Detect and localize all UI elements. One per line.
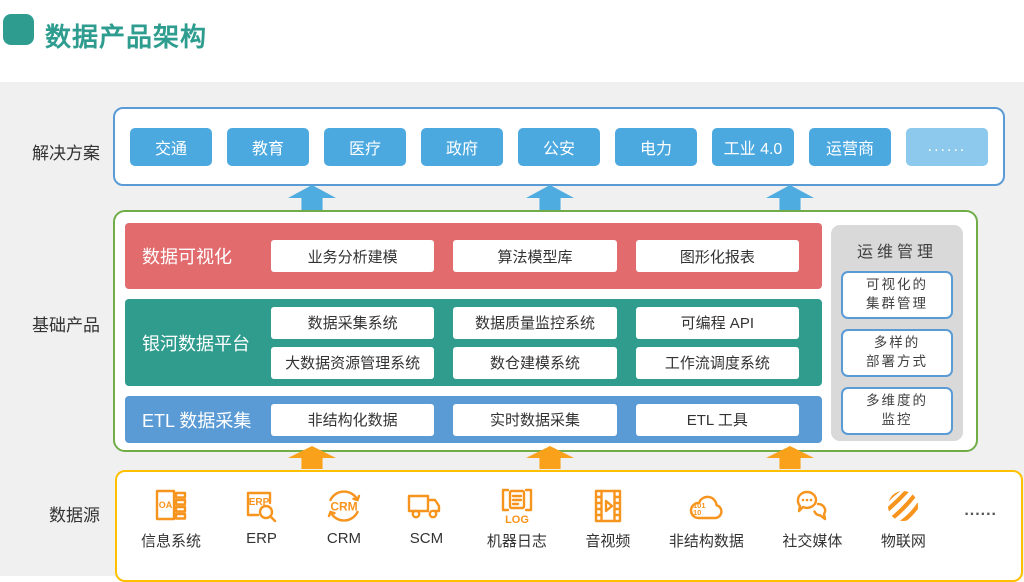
erp-icon: ERP — [247, 491, 277, 523]
source-label: 社交媒体 — [782, 533, 843, 550]
unstructured-data-icon: 101 10 — [690, 495, 723, 520]
row-label: 数据可视化 — [142, 247, 232, 267]
svg-text:LOG: LOG — [505, 514, 529, 526]
ops-management-panel: 运维管理 可视化的 集群管理 多样的 部署方式 多维度的 监控 — [831, 225, 963, 441]
module-box: 业务分析建模 — [271, 240, 435, 272]
source-item: LOG 机器日志 — [487, 486, 547, 551]
products-box: 数据可视化 业务分析建模 算法模型库 图形化报表 银河数据平台 数据采集系统 数… — [113, 210, 978, 452]
slide-header: 数据产品架构 — [0, 0, 1024, 82]
module-box: 工作流调度系统 — [635, 346, 799, 379]
module-box: 可编程 API — [635, 306, 799, 339]
solution-item-education: 教育 — [227, 127, 309, 166]
up-arrow-icon — [766, 185, 814, 210]
module-box: ETL 工具 — [635, 403, 799, 436]
row-data-visualization: 数据可视化 业务分析建模 算法模型库 图形化报表 — [125, 223, 822, 289]
solution-item-traffic: 交通 — [130, 127, 212, 166]
oa-system-icon: OA — [155, 489, 187, 521]
side-label-solutions: 解决方案 — [32, 144, 100, 163]
source-item: SCM — [404, 486, 448, 547]
source-label: 信息系统 — [141, 533, 202, 550]
row-label: ETL 数据采集 — [142, 410, 252, 431]
page-title: 数据产品架构 — [45, 22, 208, 52]
up-arrow-icon — [288, 185, 336, 210]
module-box: 算法模型库 — [453, 240, 617, 272]
solutions-box: 交通 教育 医疗 政府 公安 电力 工业 4.0 运营商 ...... — [113, 107, 1005, 186]
solution-item-medical: 医疗 — [324, 127, 406, 166]
module-box: 数仓建模系统 — [453, 346, 617, 379]
more-dots: ...... — [964, 502, 997, 519]
machine-log-icon: LOG — [501, 488, 533, 526]
side-label-sources: 数据源 — [49, 506, 100, 525]
source-item: OA 信息系统 — [141, 486, 201, 551]
source-item: 社交媒体 — [782, 486, 842, 551]
side-label-products: 基础产品 — [32, 316, 100, 335]
audio-video-icon — [594, 489, 622, 523]
solution-item-more: ...... — [906, 127, 988, 166]
solution-item-public-security: 公安 — [518, 127, 600, 166]
svg-text:10: 10 — [693, 508, 701, 517]
social-media-icon — [797, 490, 827, 521]
svg-text:ERP: ERP — [249, 497, 270, 508]
iot-globe-icon — [888, 491, 919, 521]
source-item: ERP ERP — [239, 486, 283, 547]
source-label: 物联网 — [880, 533, 926, 550]
ops-item-deployment-modes: 多样的 部署方式 — [841, 329, 953, 377]
module-box: 数据采集系统 — [271, 306, 435, 339]
svg-text:OA: OA — [159, 500, 173, 510]
up-arrow-icon — [526, 185, 574, 210]
scm-truck-icon — [408, 494, 441, 519]
source-item: 101 10 非结构数据 — [669, 486, 744, 551]
module-box: 非结构化数据 — [271, 403, 435, 436]
source-label: SCM — [409, 530, 444, 547]
source-label: CRM — [326, 530, 362, 547]
diagram-canvas: 解决方案 基础产品 数据源 交通 教育 医疗 政府 公安 电力 工业 4.0 运… — [0, 82, 1024, 582]
module-box: 实时数据采集 — [453, 403, 617, 436]
ops-item-monitoring: 多维度的 监控 — [841, 387, 953, 435]
title-accent-square — [3, 14, 34, 45]
row-galaxy-data-platform: 银河数据平台 数据采集系统 数据质量监控系统 可编程 API 大数据资源管理系统… — [125, 299, 822, 386]
source-item: 物联网 — [881, 486, 926, 551]
module-box: 大数据资源管理系统 — [271, 346, 435, 379]
ops-item-line: 多样的 — [873, 335, 921, 351]
ops-item-line: 可视化的 — [866, 277, 928, 293]
source-label: 非结构数据 — [668, 533, 744, 550]
source-item: 音视频 — [585, 486, 630, 551]
row-label: 银河数据平台 — [142, 333, 250, 354]
module-box: 数据质量监控系统 — [453, 306, 617, 339]
solution-item-operator: 运营商 — [809, 127, 891, 166]
solution-item-government: 政府 — [421, 127, 503, 166]
ops-panel-title: 运维管理 — [856, 244, 937, 261]
solution-item-power: 电力 — [615, 127, 697, 166]
module-box: 图形化报表 — [635, 240, 799, 272]
svg-text:101: 101 — [693, 501, 706, 510]
ops-item-line: 集群管理 — [866, 296, 928, 311]
source-label: ERP — [246, 530, 277, 547]
ops-item-cluster-management: 可视化的 集群管理 — [841, 271, 953, 319]
source-label: 音视频 — [585, 533, 631, 550]
ops-item-line: 多维度的 — [866, 393, 928, 409]
crm-icon: CRM — [327, 490, 361, 522]
solution-item-industry40: 工业 4.0 — [712, 127, 794, 166]
svg-text:CRM: CRM — [330, 500, 357, 514]
row-etl-collection: ETL 数据采集 非结构化数据 实时数据采集 ETL 工具 — [125, 396, 822, 443]
data-sources-box: OA 信息系统 ERP ERP — [115, 470, 1023, 582]
source-item: CRM CRM — [322, 486, 366, 547]
source-label: 机器日志 — [486, 533, 547, 550]
ops-item-line: 部署方式 — [866, 354, 928, 369]
ops-item-line: 监控 — [881, 412, 913, 427]
